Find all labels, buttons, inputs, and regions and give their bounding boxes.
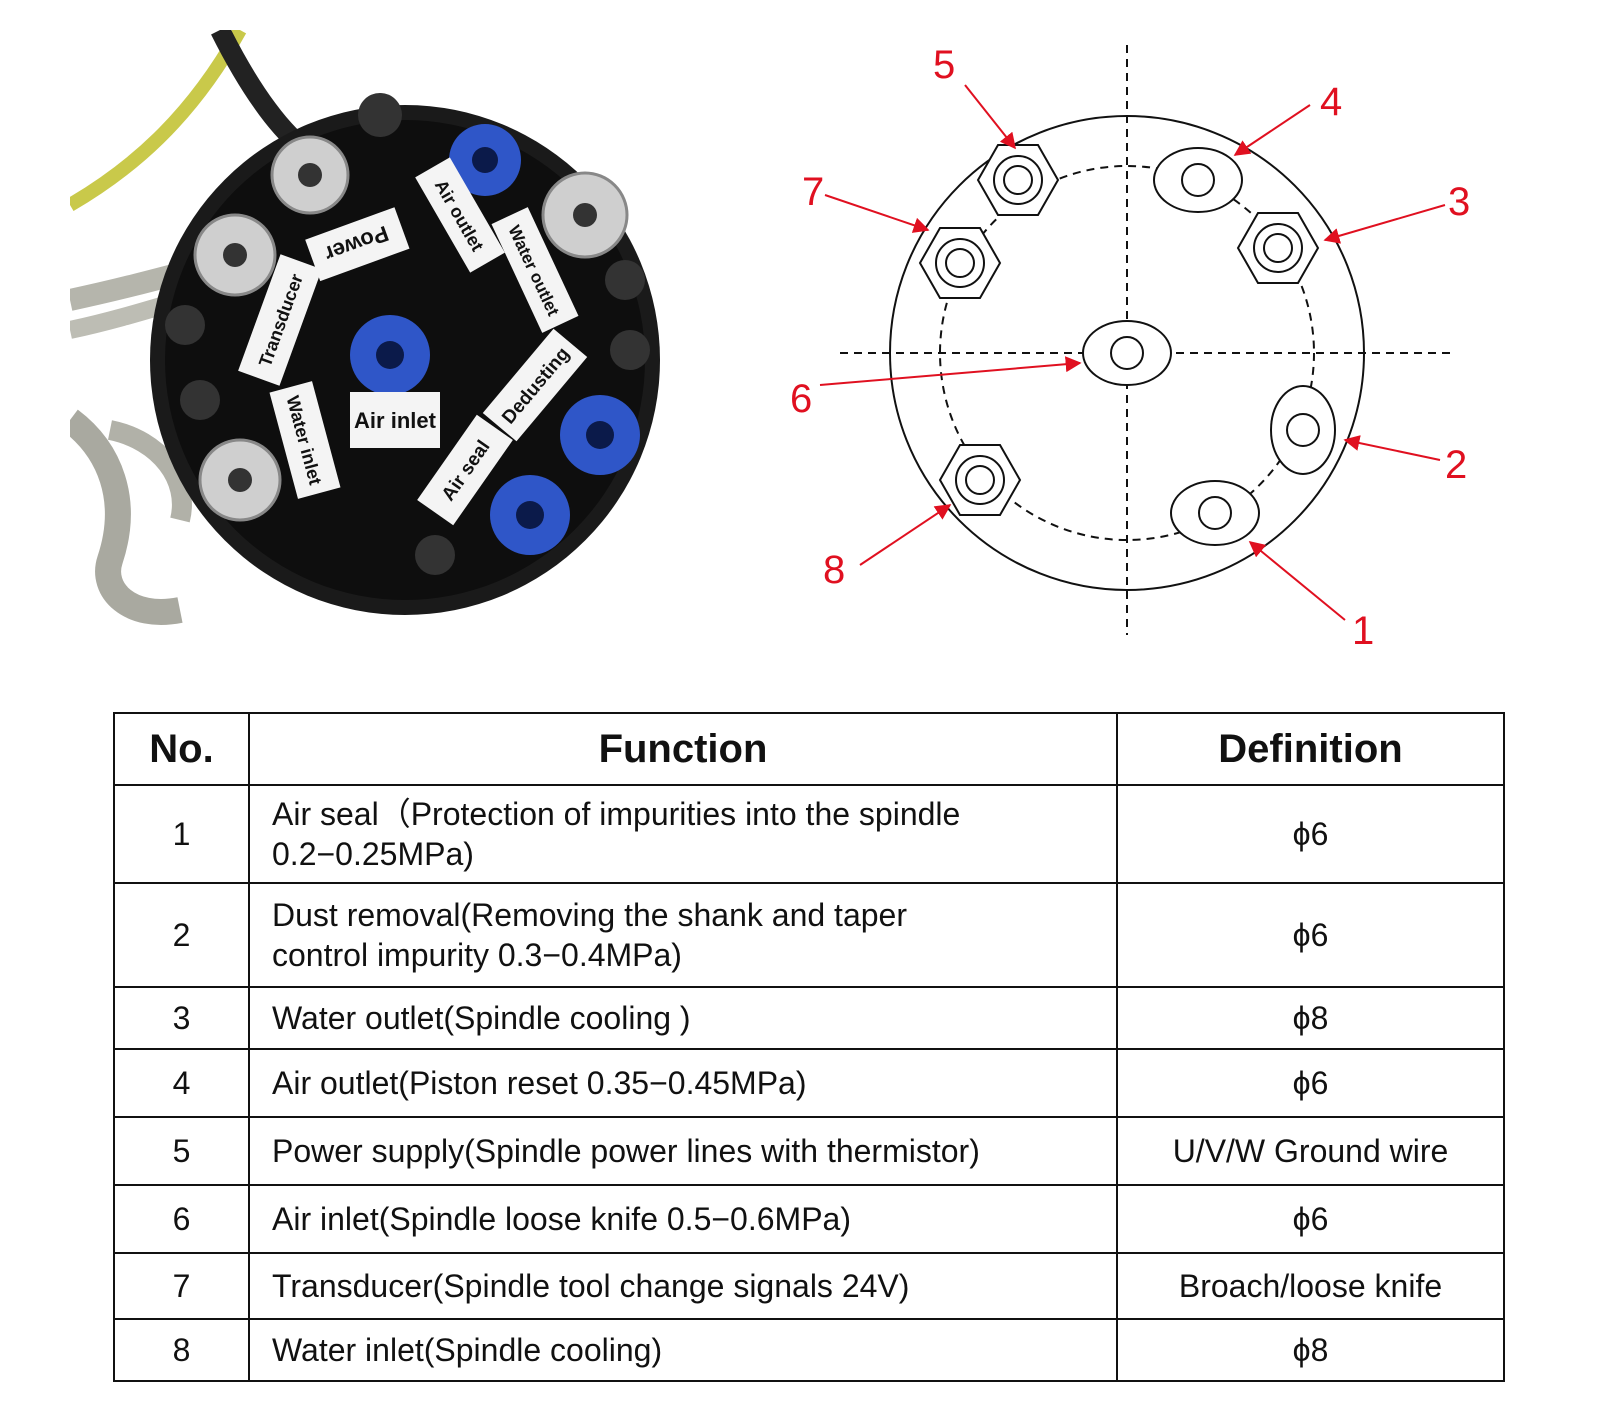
table-row: 1 Air seal（Protection of impurities into… (113, 784, 1505, 884)
row-definition: ϕ6 (1116, 882, 1505, 988)
port-spec-table: No. Function Definition 1 Air seal（Prote… (113, 712, 1505, 1382)
row-function: Air inlet(Spindle loose knife 0.5−0.6MPa… (248, 1184, 1118, 1254)
row-definition: ϕ8 (1116, 1318, 1505, 1382)
callout-5: 5 (933, 43, 955, 87)
label-air-inlet: Air inlet (354, 408, 437, 433)
port-diagram-drawing: 1 2 3 4 5 6 7 8 (790, 43, 1470, 653)
row-function-line: 0.2−0.25MPa) (272, 836, 474, 872)
callout-1: 1 (1352, 609, 1374, 653)
row-no: 5 (113, 1116, 250, 1186)
row-function: Air seal（Protection of impurities into t… (248, 784, 1118, 884)
spindle-photo-illustration: Power Air outlet Water outlet Transducer… (70, 30, 660, 625)
row-no: 8 (113, 1318, 250, 1382)
spindle-photo: Power Air outlet Water outlet Transducer… (70, 30, 680, 645)
row-function-line: Dust removal(Removing the shank and tape… (272, 897, 907, 933)
row-no: 6 (113, 1184, 250, 1254)
row-function: Power supply(Spindle power lines with th… (248, 1116, 1118, 1186)
table-row: 4 Air outlet(Piston reset 0.35−0.45MPa) … (113, 1048, 1505, 1118)
row-function: Water outlet(Spindle cooling ) (248, 986, 1118, 1050)
callout-2: 2 (1445, 443, 1467, 487)
callout-8: 8 (823, 548, 845, 592)
table-row: 8 Water inlet(Spindle cooling) ϕ8 (113, 1318, 1505, 1382)
row-no: 4 (113, 1048, 250, 1118)
row-no: 3 (113, 986, 250, 1050)
callout-7: 7 (802, 170, 824, 214)
table-row: 7 Transducer(Spindle tool change signals… (113, 1252, 1505, 1320)
row-function: Air outlet(Piston reset 0.35−0.45MPa) (248, 1048, 1118, 1118)
port-diagram: 1 2 3 4 5 6 7 8 (780, 30, 1540, 660)
table-row: 2 Dust removal(Removing the shank and ta… (113, 882, 1505, 988)
callout-6: 6 (790, 377, 812, 421)
row-function-line: Air seal（Protection of impurities into t… (272, 796, 961, 832)
row-definition: ϕ8 (1116, 986, 1505, 1050)
table-row: 6 Air inlet(Spindle loose knife 0.5−0.6M… (113, 1184, 1505, 1254)
callout-4: 4 (1320, 80, 1342, 124)
header-function: Function (248, 712, 1118, 786)
row-no: 1 (113, 784, 250, 884)
row-definition: ϕ6 (1116, 1184, 1505, 1254)
header-definition: Definition (1116, 712, 1505, 786)
table-header-row: No. Function Definition (113, 712, 1505, 786)
row-function: Transducer(Spindle tool change signals 2… (248, 1252, 1118, 1320)
row-no: 2 (113, 882, 250, 988)
row-definition: ϕ6 (1116, 1048, 1505, 1118)
row-definition: U/V/W Ground wire (1116, 1116, 1505, 1186)
row-definition: Broach/loose knife (1116, 1252, 1505, 1320)
table-row: 3 Water outlet(Spindle cooling ) ϕ8 (113, 986, 1505, 1050)
table-row: 5 Power supply(Spindle power lines with … (113, 1116, 1505, 1186)
row-function: Dust removal(Removing the shank and tape… (248, 882, 1118, 988)
row-definition: ϕ6 (1116, 784, 1505, 884)
header-no: No. (113, 712, 250, 786)
row-function: Water inlet(Spindle cooling) (248, 1318, 1118, 1382)
row-function-line: control impurity 0.3−0.4MPa) (272, 937, 682, 973)
callout-3: 3 (1448, 180, 1470, 224)
row-no: 7 (113, 1252, 250, 1320)
